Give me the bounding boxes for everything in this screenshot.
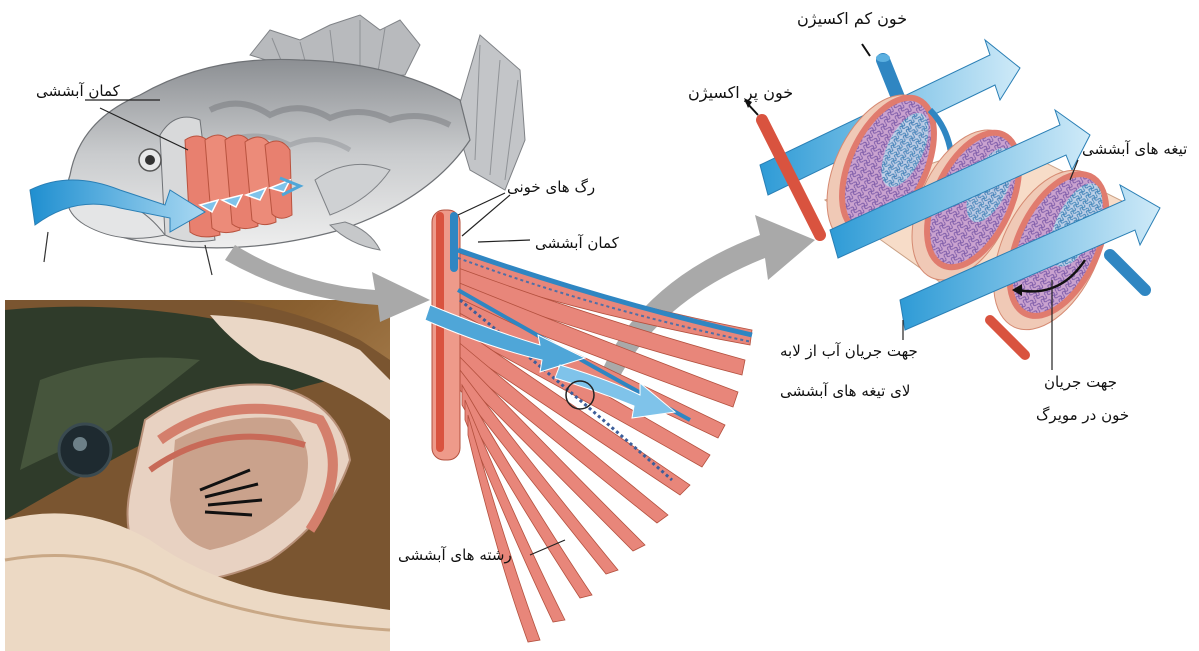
label-gill-lamellae: تیغه های آبششی — [1082, 140, 1187, 158]
label-blood-flow-line1: جهت جریان — [1044, 373, 1117, 391]
label-blood-vessels: رگ های خونی — [507, 178, 595, 196]
label-blood-flow-line2: خون در مویرگ — [1036, 406, 1129, 424]
label-gill-filaments: رشته های آبششی — [398, 546, 512, 564]
label-high-oxygen-blood: خون پر اکسیژن — [688, 84, 793, 102]
gill-lamellae-illustration — [744, 40, 1160, 370]
label-gill-arch-mid: کمان آبششی — [535, 234, 619, 252]
label-low-oxygen-blood: خون کم اکسیژن — [797, 10, 907, 28]
gill-filaments-illustration — [425, 193, 752, 642]
vein-vessel — [450, 212, 458, 272]
label-gill-arch-top: کمان آبششی — [36, 82, 120, 100]
artery-vessel — [436, 212, 444, 452]
label-water-flow-line1: جهت جریان آب از لابه — [780, 342, 918, 360]
gill-photo — [5, 300, 390, 651]
label-water-flow-line2: لای تیغه های آبششی — [780, 382, 910, 400]
photo-fish-eye — [59, 424, 111, 476]
tail-fin — [455, 35, 525, 190]
